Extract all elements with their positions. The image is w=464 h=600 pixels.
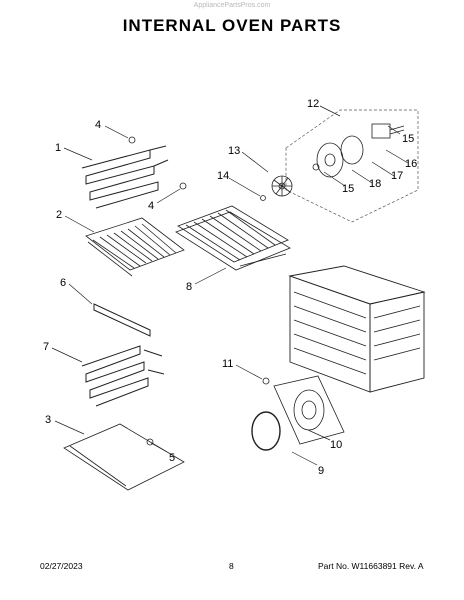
callout-15a: 15 bbox=[402, 133, 415, 145]
convection-assembly-boundary bbox=[285, 109, 419, 223]
convection-cover bbox=[273, 375, 345, 445]
callout-17: 17 bbox=[391, 170, 404, 182]
leader-lines bbox=[51, 105, 409, 466]
site-watermark: AppliancePartsPros.com bbox=[193, 2, 271, 9]
glide-rack bbox=[175, 205, 291, 271]
callout-18: 18 bbox=[369, 178, 382, 190]
callout-13: 13 bbox=[228, 145, 241, 157]
callout-3: 3 bbox=[45, 414, 52, 426]
oven-rack bbox=[85, 217, 185, 277]
fan-blade bbox=[271, 175, 293, 197]
broil-element bbox=[81, 145, 169, 209]
heat-shield bbox=[63, 423, 185, 491]
gasket bbox=[251, 411, 281, 451]
footer-page-number: 8 bbox=[229, 561, 234, 571]
bake-element-bracket bbox=[93, 303, 151, 337]
callout-16: 16 bbox=[405, 158, 418, 170]
bake-element bbox=[81, 345, 165, 407]
footer-date: 02/27/2023 bbox=[40, 561, 83, 571]
callout-12: 12 bbox=[307, 98, 320, 110]
callout-4b: 4 bbox=[148, 200, 155, 212]
fan-nut bbox=[260, 195, 266, 201]
callout-15b: 15 bbox=[342, 183, 355, 195]
callout-6: 6 bbox=[60, 277, 67, 289]
footer-part-number: Part No. W11663891 Rev. A bbox=[318, 561, 424, 571]
callout-9: 9 bbox=[318, 465, 325, 477]
callout-2: 2 bbox=[56, 209, 63, 221]
convection-parts bbox=[312, 123, 405, 178]
page-title: INTERNAL OVEN PARTS bbox=[122, 16, 342, 35]
callout-8: 8 bbox=[186, 281, 193, 293]
callout-10: 10 bbox=[330, 439, 343, 451]
callout-7: 7 bbox=[43, 341, 50, 353]
callout-5: 5 bbox=[169, 452, 176, 464]
callout-14: 14 bbox=[217, 170, 230, 182]
oven-cavity bbox=[288, 265, 426, 393]
screws-upper bbox=[128, 136, 187, 190]
screw-cover bbox=[262, 377, 270, 385]
screw-lower bbox=[146, 438, 154, 446]
callout-4a: 4 bbox=[95, 119, 102, 131]
callout-1: 1 bbox=[55, 142, 62, 154]
callout-11: 11 bbox=[222, 358, 234, 370]
